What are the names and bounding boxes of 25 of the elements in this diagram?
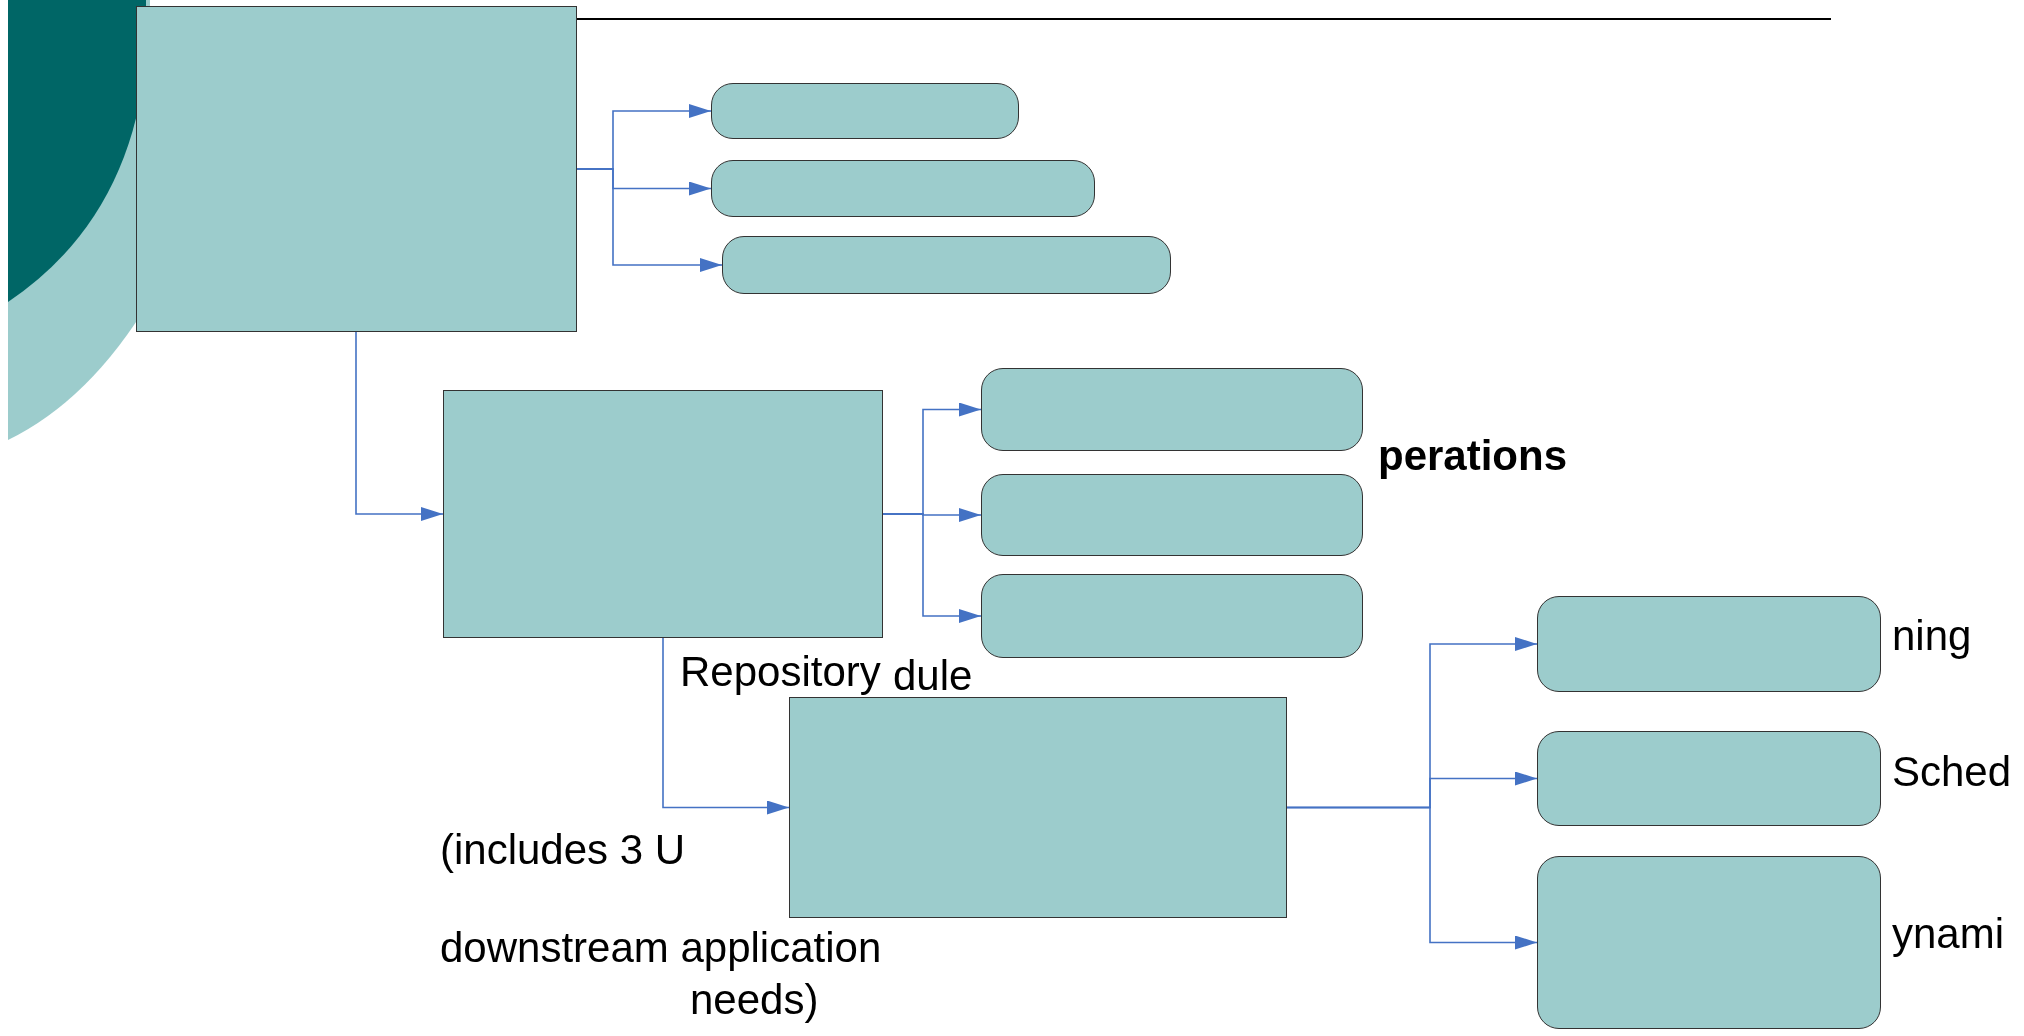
arrow: [882, 513, 982, 623]
rounded-box: [711, 83, 1019, 139]
arrow: [1286, 806, 1538, 950]
text-fragment: Repository: [680, 648, 881, 696]
rounded-box: [1537, 856, 1881, 1029]
rounded-box: [981, 368, 1363, 451]
text-fragment: needs): [690, 976, 819, 1024]
rounded-box: [722, 236, 1171, 294]
text-fragment: (includes 3 U: [440, 826, 686, 874]
rounded-box: [1537, 596, 1881, 692]
rounded-box: [1537, 731, 1881, 826]
text-fragment: downstream application: [440, 924, 882, 972]
rounded-box: [711, 160, 1095, 217]
arrow: [355, 331, 444, 521]
text-fragment: Sched: [1892, 748, 2012, 796]
rounded-box: [981, 474, 1363, 556]
arrow: [576, 168, 723, 272]
text-fragment: perations: [1378, 432, 1568, 480]
text-fragment: ynami: [1892, 910, 2005, 958]
process-box: [789, 697, 1287, 918]
process-box: [443, 390, 883, 638]
rounded-box: [981, 574, 1363, 658]
arrow: [662, 637, 790, 815]
text-fragment: dule: [893, 652, 973, 700]
text-fragment: ning: [1892, 612, 1972, 660]
